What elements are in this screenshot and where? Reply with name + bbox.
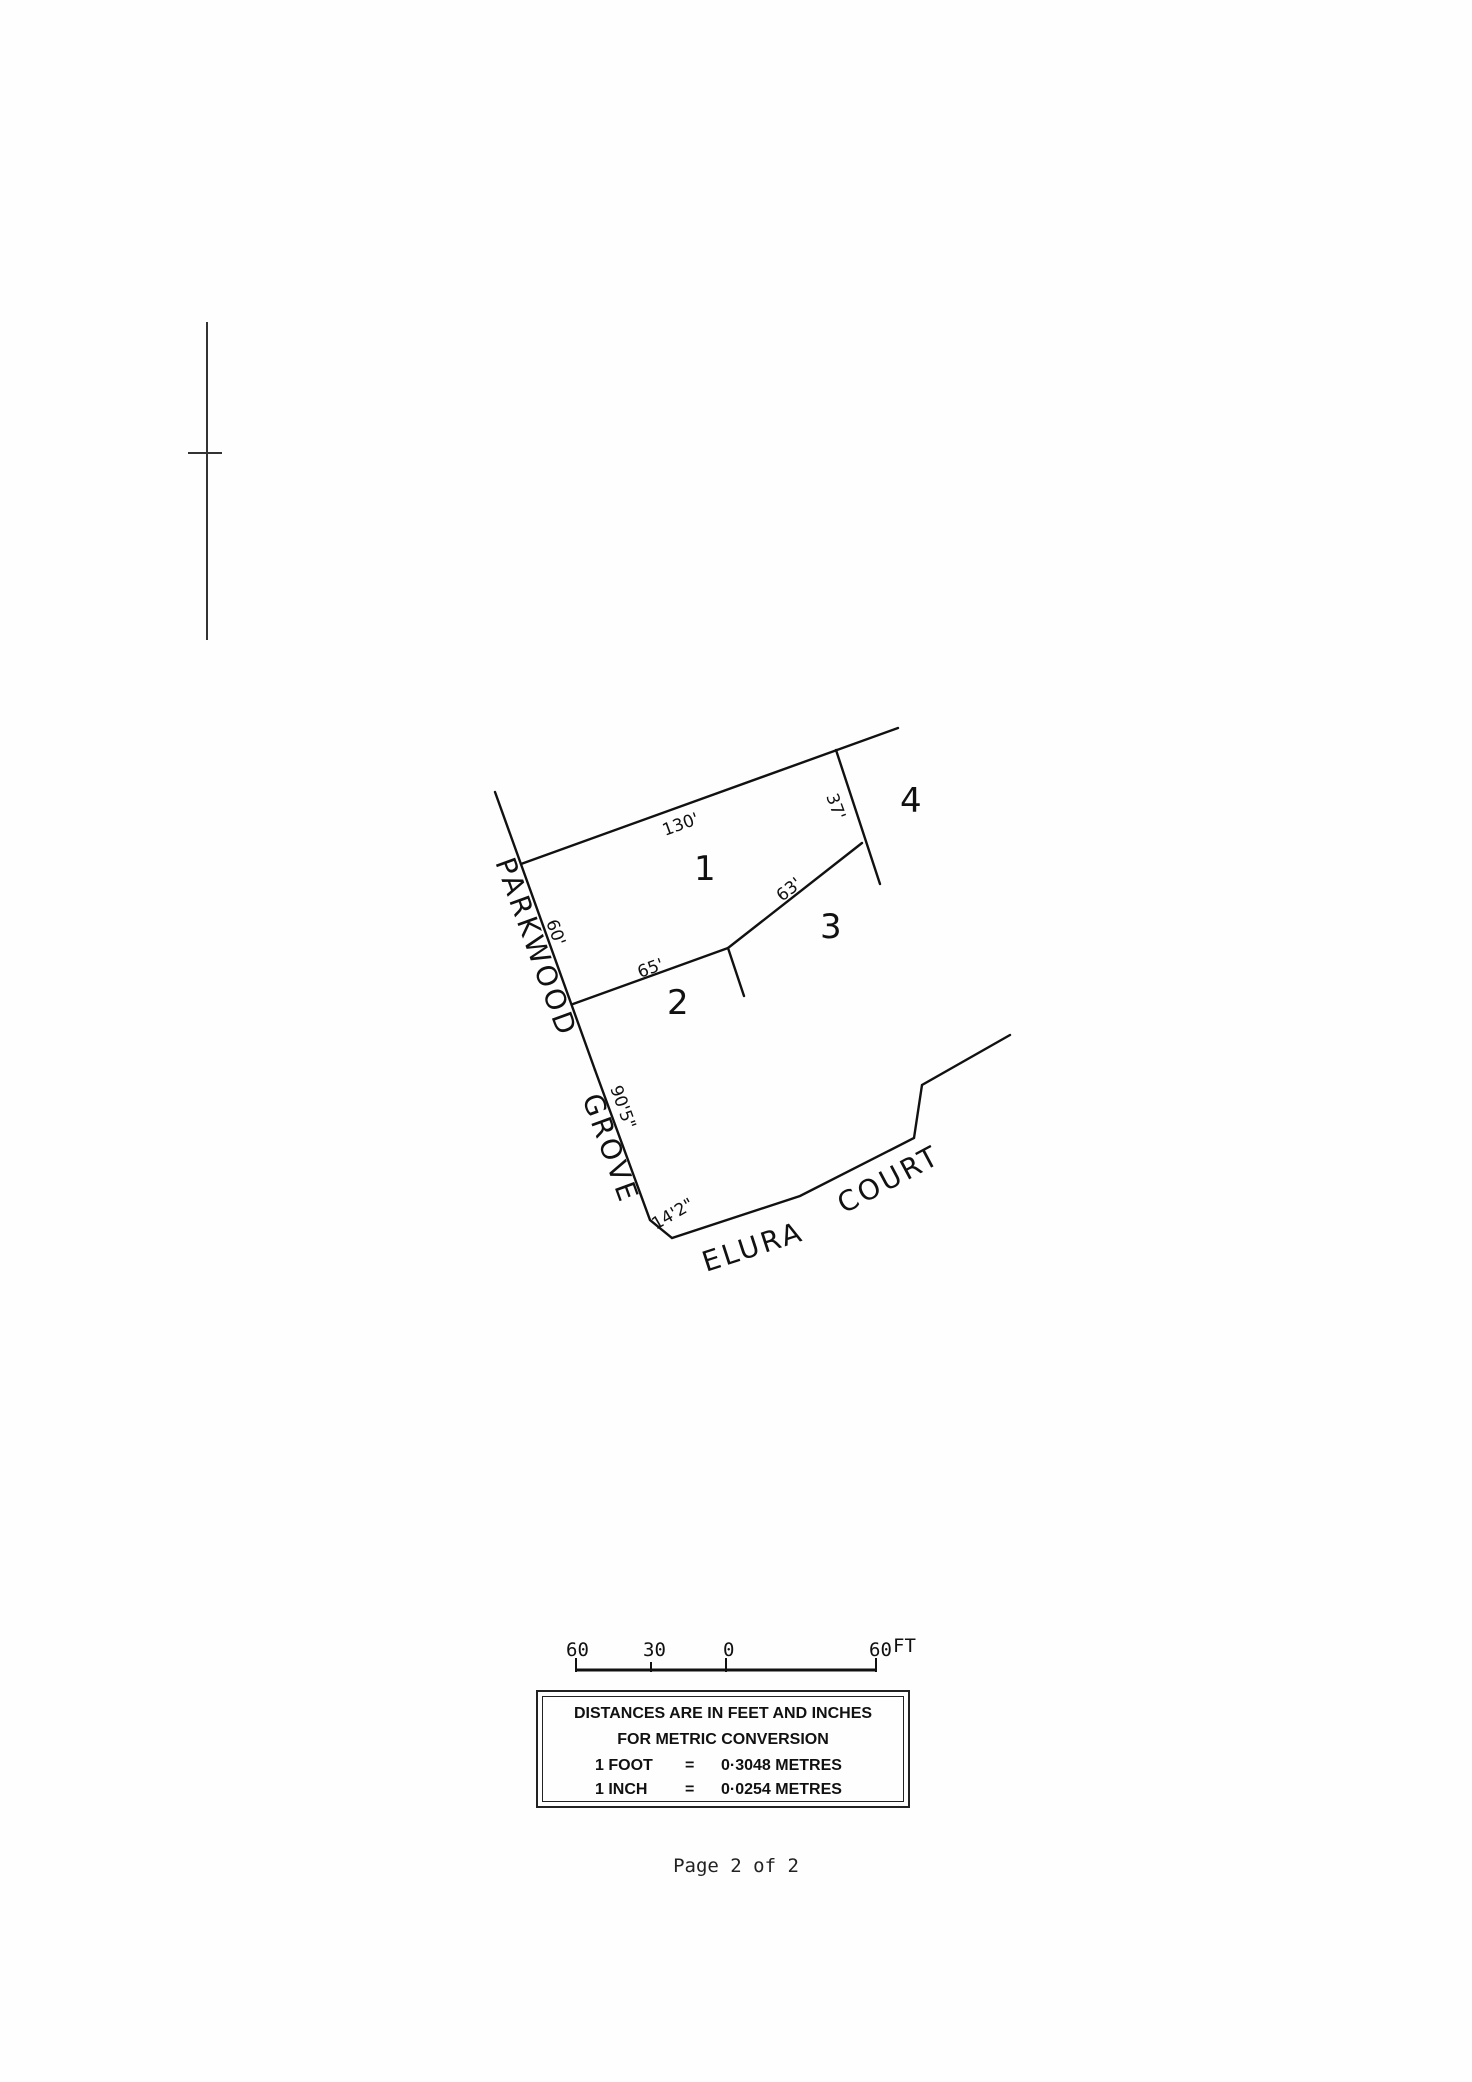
dim-lot1-north: 130'	[660, 809, 702, 840]
parkwood-grove-road-line	[493, 790, 597, 1072]
legend-qty: 1 FOOT	[595, 1757, 653, 1774]
lot-number-4: 4	[900, 781, 922, 821]
lot-number-3: 3	[820, 907, 842, 947]
dim-lot1-lot2: 65'	[635, 955, 667, 983]
lot-number-2: 2	[667, 983, 689, 1023]
lot2-lot3-boundary	[726, 946, 746, 998]
dim-lot1-lot3: 63'	[773, 874, 806, 906]
scale-bar: 60 30 0 60 FT	[566, 1635, 916, 1672]
scale-unit: FT	[893, 1635, 916, 1657]
road-name-grove: GROVE	[575, 1089, 645, 1208]
legend-value: 0·0254 METRES	[721, 1781, 842, 1798]
lot1-lot3-boundary	[726, 841, 864, 950]
scale-label-30: 30	[643, 1639, 666, 1661]
legend-equals: =	[685, 1781, 695, 1798]
legend-qty: 1 INCH	[595, 1781, 648, 1798]
legend-subheading: FOR METRIC CONVERSION	[617, 1731, 829, 1748]
legend-heading: DISTANCES ARE IN FEET AND INCHES	[573, 1705, 873, 1722]
lot1-lot2-boundary	[571, 946, 730, 1006]
page-number: Page 2 of 2	[673, 1855, 799, 1877]
margin-mark	[188, 322, 222, 640]
lot-boundaries	[493, 726, 1012, 1240]
metric-conversion-legend: DISTANCES ARE IN FEET AND INCHES FOR MET…	[536, 1690, 910, 1808]
scale-label-0: 0	[723, 1639, 734, 1661]
scale-label-60-left: 60	[566, 1639, 589, 1661]
dim-lot1-east: 37'	[821, 791, 849, 823]
lot1-east-boundary	[834, 748, 882, 886]
dim-corner-chord: 14'2"	[649, 1195, 698, 1235]
scale-label-60-right: 60	[869, 1639, 892, 1661]
legend-inner-frame: DISTANCES ARE IN FEET AND INCHES FOR MET…	[542, 1696, 904, 1802]
elura-court-frontage	[593, 1033, 1012, 1240]
road-name-parkwood: PARKWOOD	[488, 853, 583, 1041]
legend-value: 0·3048 METRES	[721, 1757, 842, 1774]
legend-equals: =	[685, 1757, 695, 1774]
lot-number-1: 1	[694, 849, 716, 889]
